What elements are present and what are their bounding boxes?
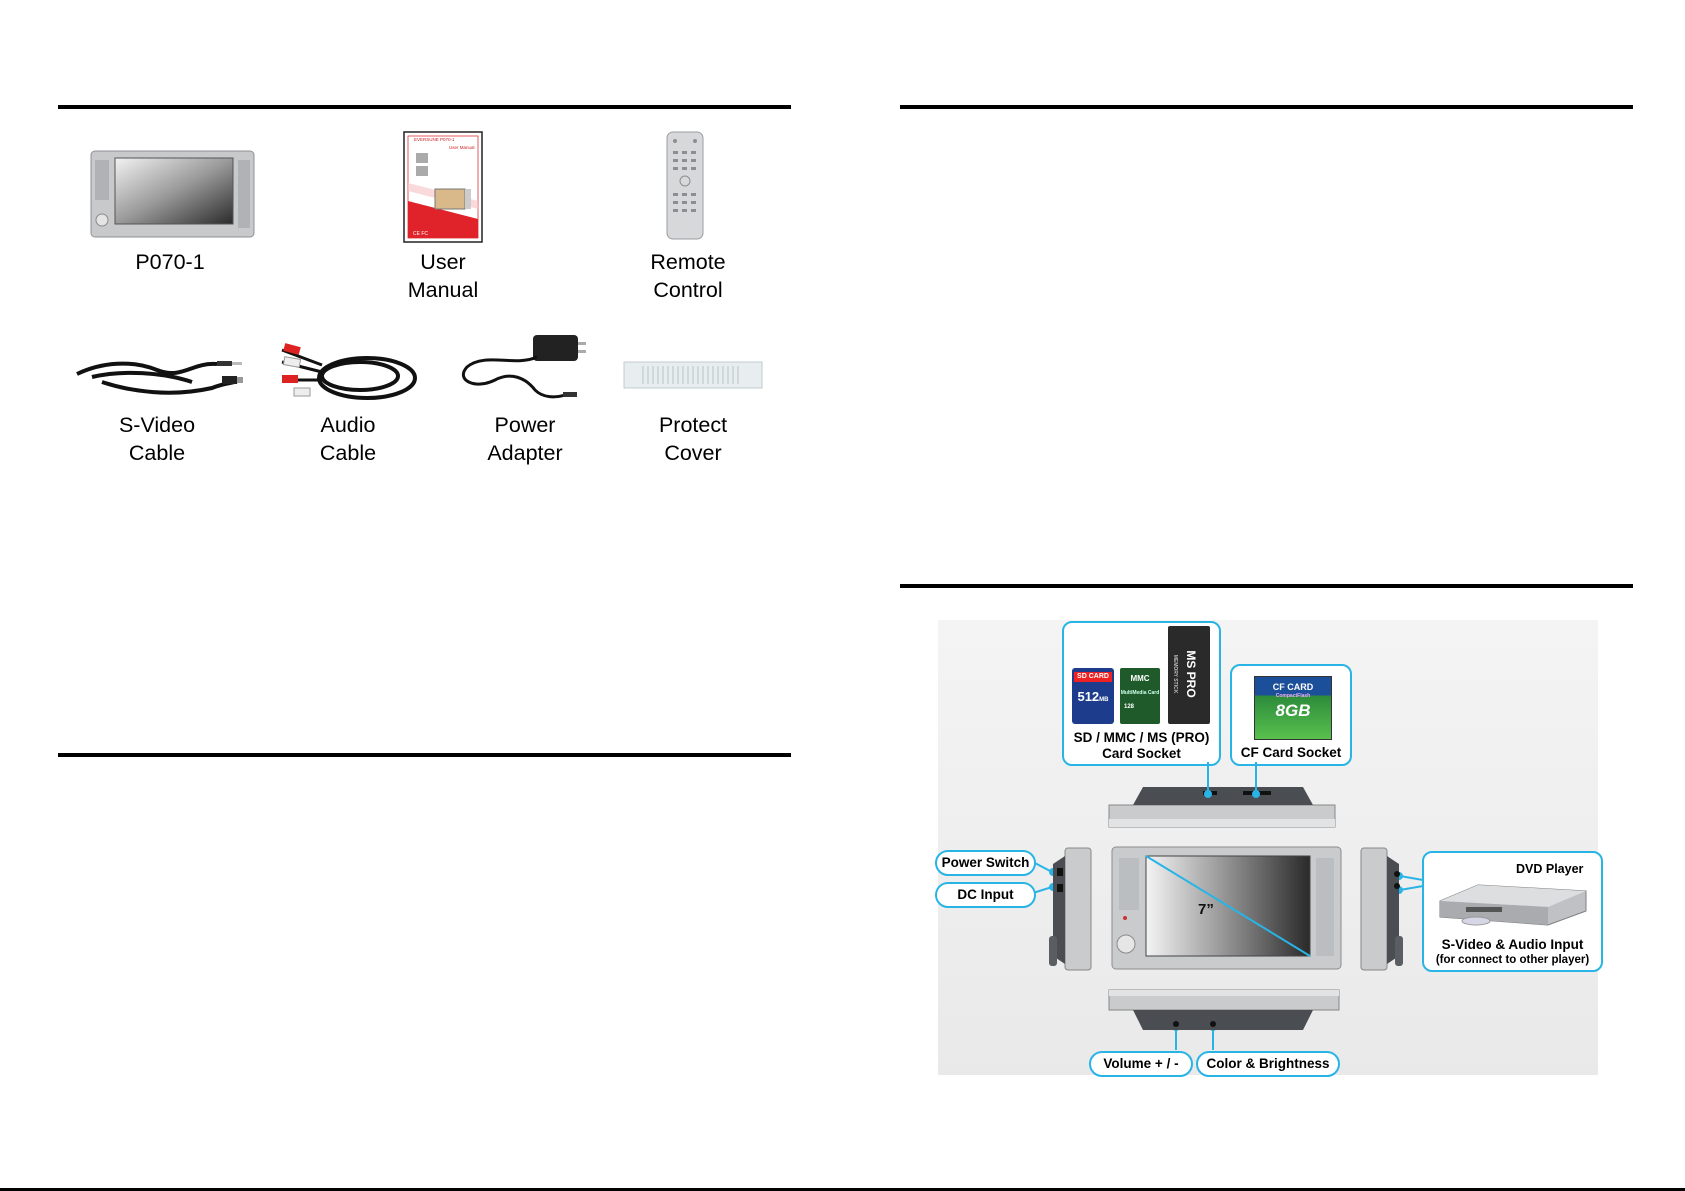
caption-remote-control: Remote Control [628,248,748,304]
power-adapter-image [455,332,590,404]
sd-card-size-value: 512 [1077,689,1100,704]
cf-card-size: 8GB [1275,701,1311,720]
volume-label: Volume + / - [1089,1051,1193,1077]
dvd-input-callout: DVD Player S-Video & Audio Input (for co… [1422,851,1603,972]
caption-line2: Cable [128,441,186,465]
user-manual-image: EVERSUNE P070-1 User Manual CE FC [403,131,483,243]
cf-card-label: CF CARD [1272,682,1314,692]
device-right-side-view [1359,846,1407,973]
caption-power-adapter: Power Adapter [465,411,585,467]
ms-pro-card-image: MS PRO MEMORY STICK [1168,626,1210,724]
svideo-audio-label-2: (for connect to other player) [1435,954,1590,966]
device-top-view [1108,785,1336,830]
page-bottom-edge [0,1188,1685,1191]
protect-cover-image [623,360,763,392]
caption-line2: Manual [407,278,479,302]
remote-control-image [665,131,705,241]
caption-line1: Protect [658,413,728,437]
caption-line2: Cable [319,441,377,465]
sd-card-label: SD CARD [1074,672,1112,682]
right-middle-rule [900,584,1633,588]
caption-line1: P070-1 [135,250,205,274]
left-top-rule [58,105,791,109]
mmc-card-label: MMC [1130,674,1150,683]
caption-line1: User [420,250,466,274]
caption-line2: Cover [664,441,722,465]
mmc-card-sub: MultiMedia Card [1120,690,1160,696]
caption-user-manual: User Manual [383,248,503,304]
caption-line1: Remote [650,250,726,274]
caption-protect-cover: Protect Cover [633,411,753,467]
caption-line2: Adapter [487,441,563,465]
svideo-audio-label-1: S-Video & Audio Input [1441,937,1584,952]
mmc-card-image: MMC MultiMedia Card 128 [1120,668,1160,724]
cf-socket-callout: CF CARD CompactFlash 8GB CF Card Socket [1230,664,1352,766]
caption-line1: Power [494,413,556,437]
manual-mark-text: CE FC [413,231,428,237]
mmc-card-size: 128 [1124,704,1135,710]
device-front-view: 7” [1111,846,1342,971]
left-bottom-rule [58,753,791,757]
caption-audio-cable: Audio Cable [288,411,408,467]
manual-brand-text: EVERSUNE P070-1 [414,137,455,142]
color-brightness-label: Color & Brightness [1196,1051,1340,1077]
power-switch-label: Power Switch [935,850,1036,876]
device-left-side-view [1045,846,1093,973]
right-top-rule [900,105,1633,109]
caption-line2: Control [653,278,723,302]
dvd-player-label: DVD Player [1516,862,1584,876]
dvd-player-image [1438,879,1588,927]
cf-card-sub: CompactFlash [1275,693,1311,699]
manual-subtitle-text: User Manual [449,145,475,150]
p070-1-image [90,150,255,240]
caption-s-video-cable: S-Video Cable [97,411,217,467]
card-socket-label-1: SD / MMC / MS (PRO) [1073,730,1210,745]
card-socket-callout: SD CARD 512MB MMC MultiMedia Card 128 MS… [1062,621,1221,766]
cf-card-image: CF CARD CompactFlash 8GB [1254,676,1332,740]
screen-size-label: 7” [1198,901,1214,918]
sd-card-size: 512MB [1072,688,1114,709]
sd-card-image: SD CARD 512MB [1072,668,1114,724]
s-video-cable-image [72,352,247,402]
dc-input-label: DC Input [935,882,1036,908]
caption-line1: S-Video [118,413,196,437]
sd-card-size-unit: MB [1099,697,1109,703]
card-socket-label-2: Card Socket [1102,746,1181,761]
caption-p070-1: P070-1 [110,248,230,276]
caption-line1: Audio [320,413,376,437]
audio-cable-image [272,340,422,405]
device-bottom-view [1108,988,1340,1033]
cf-socket-label: CF Card Socket [1240,745,1342,760]
